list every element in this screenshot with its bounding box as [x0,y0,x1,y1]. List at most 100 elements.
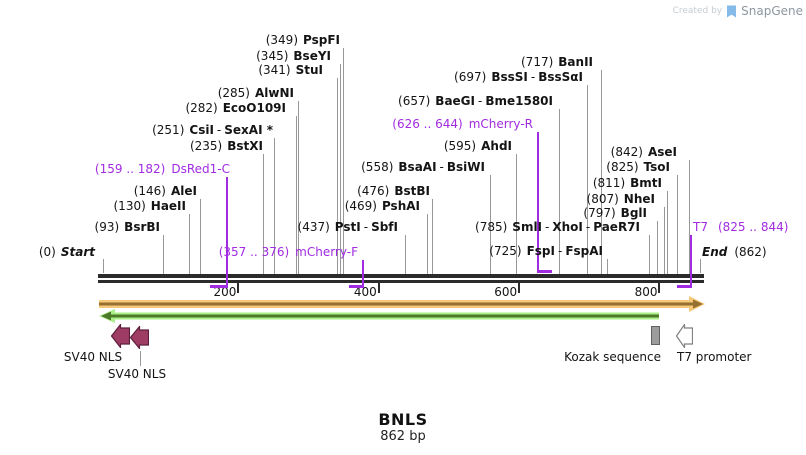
end-position: (862) [734,245,767,259]
enzyme-site-label[interactable]: (825)TsoI [606,161,670,174]
primer-range: (357 .. 376) [218,245,290,259]
reverse-strand-arrow[interactable] [99,309,659,323]
site-enzyme-name: BstXI [227,139,263,153]
enzyme-site-label[interactable]: (285)AlwNI [218,87,294,100]
enzyme-site-label[interactable]: (842)AseI [611,146,677,159]
site-enzyme-name: XhoI [552,220,583,234]
enzyme-site-label[interactable]: (93)BsrBI [95,221,160,234]
site-enzyme-name: SexAI * [224,123,273,137]
site-enzyme-name: HaeII [150,199,186,213]
watermark-brand-text: SnapGene [741,4,803,18]
site-position-text: (595) [443,139,477,153]
enzyme-site-label[interactable]: (345)BseYI [256,50,331,63]
enzyme-site-line [298,101,300,274]
enzyme-site-line [648,235,650,274]
primer-bar[interactable] [209,285,228,288]
site-enzyme-name: BglI [620,206,647,220]
site-enzyme-name: FspAI [565,244,603,258]
t7-promoter-arrow-label: T7 promoter [677,350,752,364]
site-enzyme-name: BmtI [630,176,662,190]
site-position-text: (807) [586,192,619,206]
site-position-text: (811) [592,176,626,190]
enzyme-site-label[interactable]: (251)CsiI-SexAI * [152,124,273,137]
enzyme-site-label[interactable]: (282)EcoO109I [185,102,286,115]
site-enzyme-name: AseI [647,145,677,159]
enzyme-site-label[interactable]: (725)FspI-FspAI [489,245,603,258]
site-name-separator: - [530,70,536,84]
end-word: End [702,245,728,259]
site-position-text: (785) [475,220,508,234]
enzyme-site-label[interactable]: (797)BglI [583,207,647,220]
kozak-sequence-box[interactable] [651,326,660,345]
sv40-nls-arrow-2[interactable] [130,326,149,349]
site-position-text: (825) [606,160,639,174]
site-position-text: (657) [398,94,431,108]
primer-name: DsRed1-C [171,162,230,176]
site-enzyme-name: StuI [295,63,323,77]
enzyme-site-label[interactable]: (437)PstI-SbfI [298,221,398,234]
enzyme-site-line [587,85,589,274]
site-position-text: (146) [133,184,166,198]
forward-strand-arrow[interactable] [99,296,705,312]
enzyme-site-label[interactable]: (146)AleI [134,185,197,198]
site-enzyme-name: FspI [526,244,555,258]
enzyme-site-line [432,199,434,274]
site-enzyme-name: BstBI [394,184,430,198]
primer-label[interactable]: (357 .. 376)mCherry-F [219,246,358,259]
site-enzyme-name: BaeGI [435,94,475,108]
enzyme-site-line [657,221,659,274]
primer-bar[interactable] [348,285,364,288]
sv40-nls-arrow-2-label: SV40 NLS [107,367,167,381]
enzyme-site-label[interactable]: (697)BssSI-BssSαI [454,71,583,84]
primer-label[interactable]: (159 .. 182)DsRed1-C [95,163,230,176]
site-position-text: (717) [521,55,554,69]
site-enzyme-name: PspFI [303,33,340,47]
enzyme-site-line [559,109,561,274]
primer-label[interactable]: (626 .. 644)mCherry-R [392,118,533,131]
primer-leader-line [537,132,540,273]
enzyme-site-line [427,214,429,274]
plasmid-length: 862 bp [380,429,426,444]
enzyme-site-label[interactable]: (349)PspFI [266,34,340,47]
ruler-tick-label: 200 [213,285,237,299]
site-name-separator: - [557,244,563,258]
enzyme-site-label[interactable]: (657)BaeGI-Bme1580I [398,95,553,108]
enzyme-site-label[interactable]: (469)PshAI [345,200,420,213]
enzyme-site-label[interactable]: (341) StuI [258,64,323,77]
primer-label[interactable]: T7(825 .. 844) [693,221,788,234]
start-word: Start [60,245,95,259]
site-enzyme-name: BsaAI [398,160,437,174]
t7-promoter-arrow[interactable] [676,324,693,348]
enzyme-site-label[interactable]: (807)NheI [587,193,655,206]
site-enzyme-name: BseYI [293,49,331,63]
site-position-text: (437) [297,220,330,234]
site-enzyme-name: BsrBI [124,220,160,234]
sequence-line-top [98,274,704,278]
enzyme-site-line [677,175,679,274]
primer-bar[interactable] [537,270,552,273]
enzyme-site-label[interactable]: (595)AhdI [444,140,512,153]
plasmid-name: BNLS [378,410,428,429]
enzyme-site-label[interactable]: (558)BsaAI-BsiWI [361,161,485,174]
enzyme-site-line [189,214,191,274]
enzyme-site-label[interactable]: (717)BanII [521,56,593,69]
enzyme-site-line [664,207,666,274]
enzyme-site-label[interactable]: (785)SmlI-XhoI-PaeR7I [475,221,640,234]
enzyme-site-label[interactable]: (476)BstBI [357,185,430,198]
primer-range: (626 .. 644) [392,117,463,131]
enzyme-site-label[interactable]: (811) BmtI [593,177,662,190]
site-position-text: (341) [258,63,291,77]
sequence-line-bottom [98,280,704,283]
enzyme-site-label[interactable]: (130)HaeII [114,200,187,213]
enzyme-site-label[interactable]: (235)BstXI [190,140,263,153]
ruler-tick [518,283,521,293]
ruler-tick-label: 600 [494,285,518,299]
enzyme-site-line [404,235,406,274]
sv40-nls-arrow-1[interactable] [111,324,130,348]
primer-bar[interactable] [677,285,693,288]
site-enzyme-name: CsiI [189,123,214,137]
ruler-tick [377,283,380,293]
primer-name: T7 [693,220,708,234]
site-name-separator: - [216,123,222,137]
